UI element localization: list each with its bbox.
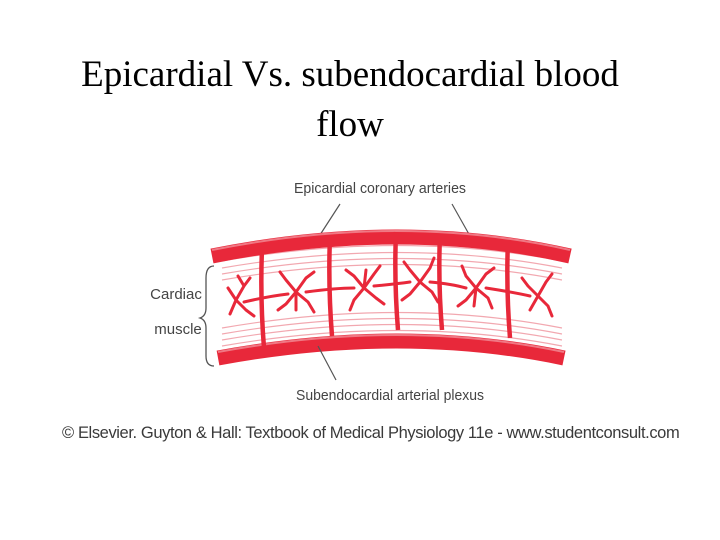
pointer-line xyxy=(451,203,471,237)
subendocardial-plexus xyxy=(216,333,566,366)
pointer-line xyxy=(317,345,337,381)
title-line-2: flow xyxy=(316,104,384,145)
label-muscle: muscle xyxy=(154,321,202,338)
label-epicardial-arteries: Epicardial coronary arteries xyxy=(294,180,466,197)
coronary-flow-diagram: Epicardial coronary arteries Cardiac mus… xyxy=(140,168,580,408)
arteriole-branches xyxy=(226,256,554,318)
coronary-diagram-svg: Epicardial coronary arteries Cardiac mus… xyxy=(150,180,572,404)
brace-icon xyxy=(197,265,215,367)
label-cardiac: Cardiac xyxy=(150,286,202,303)
pointer-line xyxy=(317,203,341,239)
title-line-1: Epicardial Vs. subendocardial blood xyxy=(81,54,619,95)
slide-title: Epicardial Vs. subendocardial blood flow xyxy=(0,50,700,150)
label-subendocardial-plexus: Subendocardial arterial plexus xyxy=(296,387,484,404)
copyright-caption: © Elsevier. Guyton & Hall: Textbook of M… xyxy=(62,424,680,442)
penetrating-vessels xyxy=(259,231,513,349)
